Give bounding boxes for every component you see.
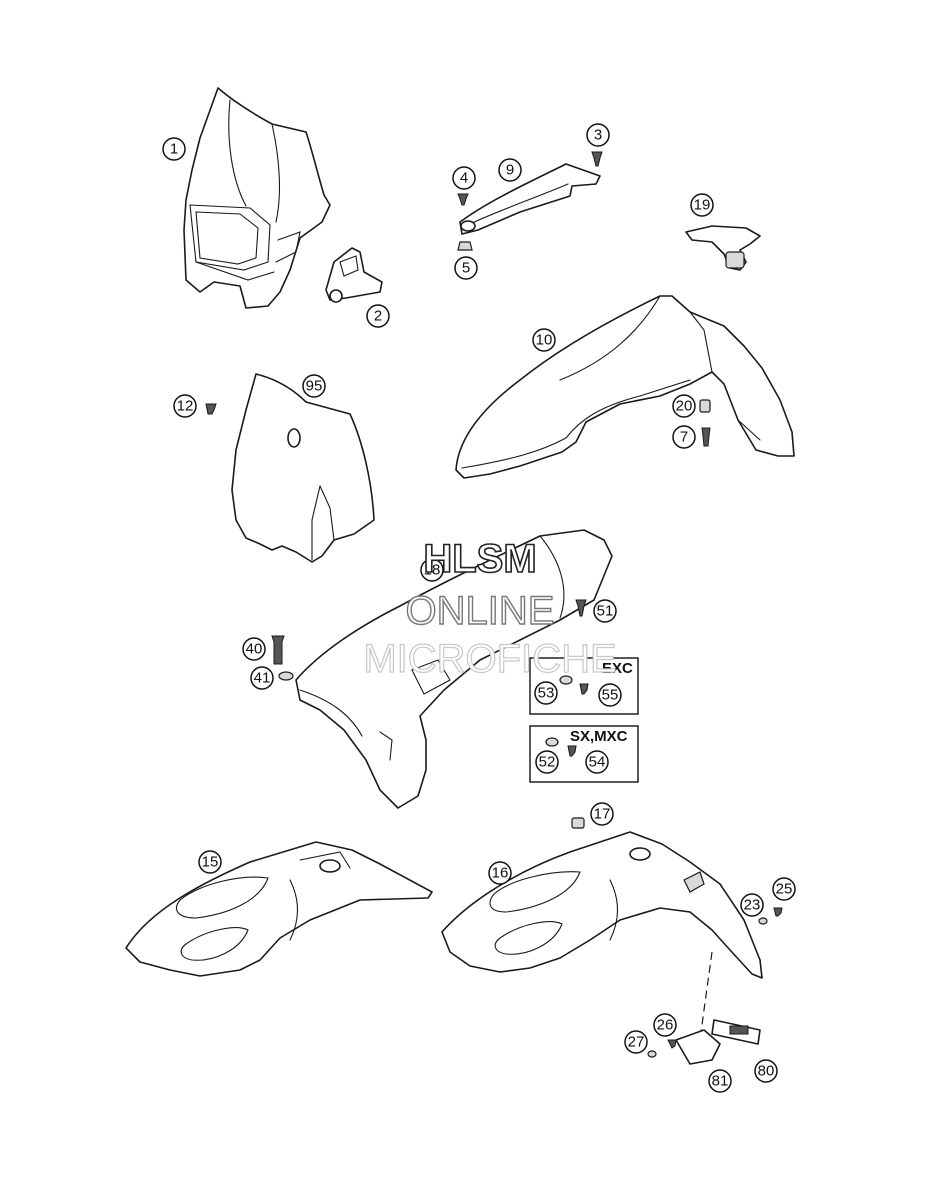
callout-41: 41	[250, 666, 274, 690]
svg-text:51: 51	[597, 603, 614, 620]
plate-holder-81	[675, 1029, 721, 1065]
callout-9: 9	[498, 158, 522, 182]
svg-text:10: 10	[536, 332, 553, 349]
svg-text:2: 2	[374, 308, 382, 325]
callout-7: 7	[672, 425, 696, 449]
svg-text:54: 54	[589, 754, 606, 771]
callout-25: 25	[772, 877, 796, 901]
washer-41	[278, 671, 294, 681]
watermark: HLSM ONLINE MICROFICHE	[363, 536, 618, 681]
svg-text:27: 27	[628, 1034, 645, 1051]
bolt-40	[271, 635, 285, 665]
spacer-20	[699, 399, 711, 413]
svg-text:1: 1	[170, 141, 178, 158]
front-fender-part-10	[455, 295, 795, 479]
screw-26	[667, 1039, 677, 1049]
callout-80: 80	[754, 1059, 778, 1083]
svg-text:26: 26	[657, 1017, 674, 1034]
nut-27	[647, 1050, 657, 1058]
screw-3	[591, 151, 603, 167]
svg-text:23: 23	[744, 897, 761, 914]
bracket-part-9	[459, 163, 601, 235]
callout-27: 27	[624, 1030, 648, 1054]
svg-text:12: 12	[177, 398, 194, 415]
callout-23: 23	[740, 893, 764, 917]
svg-text:5: 5	[462, 260, 470, 277]
svg-text:80: 80	[758, 1063, 775, 1080]
callout-81: 81	[708, 1069, 732, 1093]
variant-label-sx-mxc: SX,MXC	[570, 728, 628, 745]
svg-text:25: 25	[776, 881, 793, 898]
screw-4	[457, 193, 469, 206]
callout-55: 55	[598, 683, 622, 707]
callout-17: 17	[590, 802, 614, 826]
watermark-line-2: ONLINE	[406, 589, 555, 633]
assembly-line	[699, 951, 713, 1041]
screw-25	[773, 907, 783, 917]
svg-text:95: 95	[306, 378, 323, 395]
headlight-mask-part	[183, 87, 331, 309]
svg-text:20: 20	[676, 398, 693, 415]
callout-5: 5	[454, 256, 478, 280]
svg-text:9: 9	[506, 162, 514, 179]
callout-52: 52	[535, 750, 559, 774]
svg-text:7: 7	[680, 429, 688, 446]
callout-51: 51	[593, 599, 617, 623]
svg-text:40: 40	[246, 641, 263, 658]
svg-text:52: 52	[539, 754, 556, 771]
screw-7	[701, 427, 711, 447]
callout-95: 95	[302, 374, 326, 398]
callout-18: 18	[420, 558, 444, 582]
svg-text:19: 19	[694, 197, 711, 214]
grommet-17	[571, 817, 585, 829]
callout-54: 54	[585, 750, 609, 774]
svg-text:55: 55	[602, 687, 619, 704]
watermark-line-1: HLSM	[423, 537, 536, 581]
bracket-part-19	[685, 225, 761, 271]
callout-4: 4	[452, 166, 476, 190]
callout-16: 16	[488, 861, 512, 885]
callout-53: 53	[534, 681, 558, 705]
svg-text:4: 4	[460, 170, 468, 187]
svg-text:18: 18	[424, 562, 441, 579]
svg-text:53: 53	[538, 685, 555, 702]
screw-51	[575, 599, 587, 617]
callout-15: 15	[198, 850, 222, 874]
svg-text:17: 17	[594, 806, 611, 823]
callout-10: 10	[532, 328, 556, 352]
plate-80	[711, 1019, 761, 1045]
variant-label-exc: EXC	[602, 660, 633, 677]
callout-20: 20	[672, 394, 696, 418]
front-fender-part-16	[441, 831, 763, 979]
clamp-part	[325, 247, 383, 303]
callout-26: 26	[653, 1013, 677, 1037]
callout-40: 40	[242, 637, 266, 661]
callout-12: 12	[173, 394, 197, 418]
svg-text:16: 16	[492, 865, 509, 882]
front-fender-part-15	[125, 841, 433, 977]
callout-3: 3	[586, 123, 610, 147]
svg-text:15: 15	[202, 854, 219, 871]
svg-text:3: 3	[594, 127, 602, 144]
rear-fender-part-18	[295, 529, 613, 809]
svg-text:81: 81	[712, 1073, 729, 1090]
nut-23	[758, 917, 768, 925]
watermark-line-3: MICROFICHE	[363, 637, 616, 681]
screw-12	[205, 403, 217, 415]
nut-5	[457, 241, 473, 251]
number-plate-part-95	[231, 373, 375, 563]
callout-1: 1	[162, 137, 186, 161]
callout-2: 2	[366, 304, 390, 328]
svg-text:41: 41	[254, 670, 271, 687]
callout-19: 19	[690, 193, 714, 217]
